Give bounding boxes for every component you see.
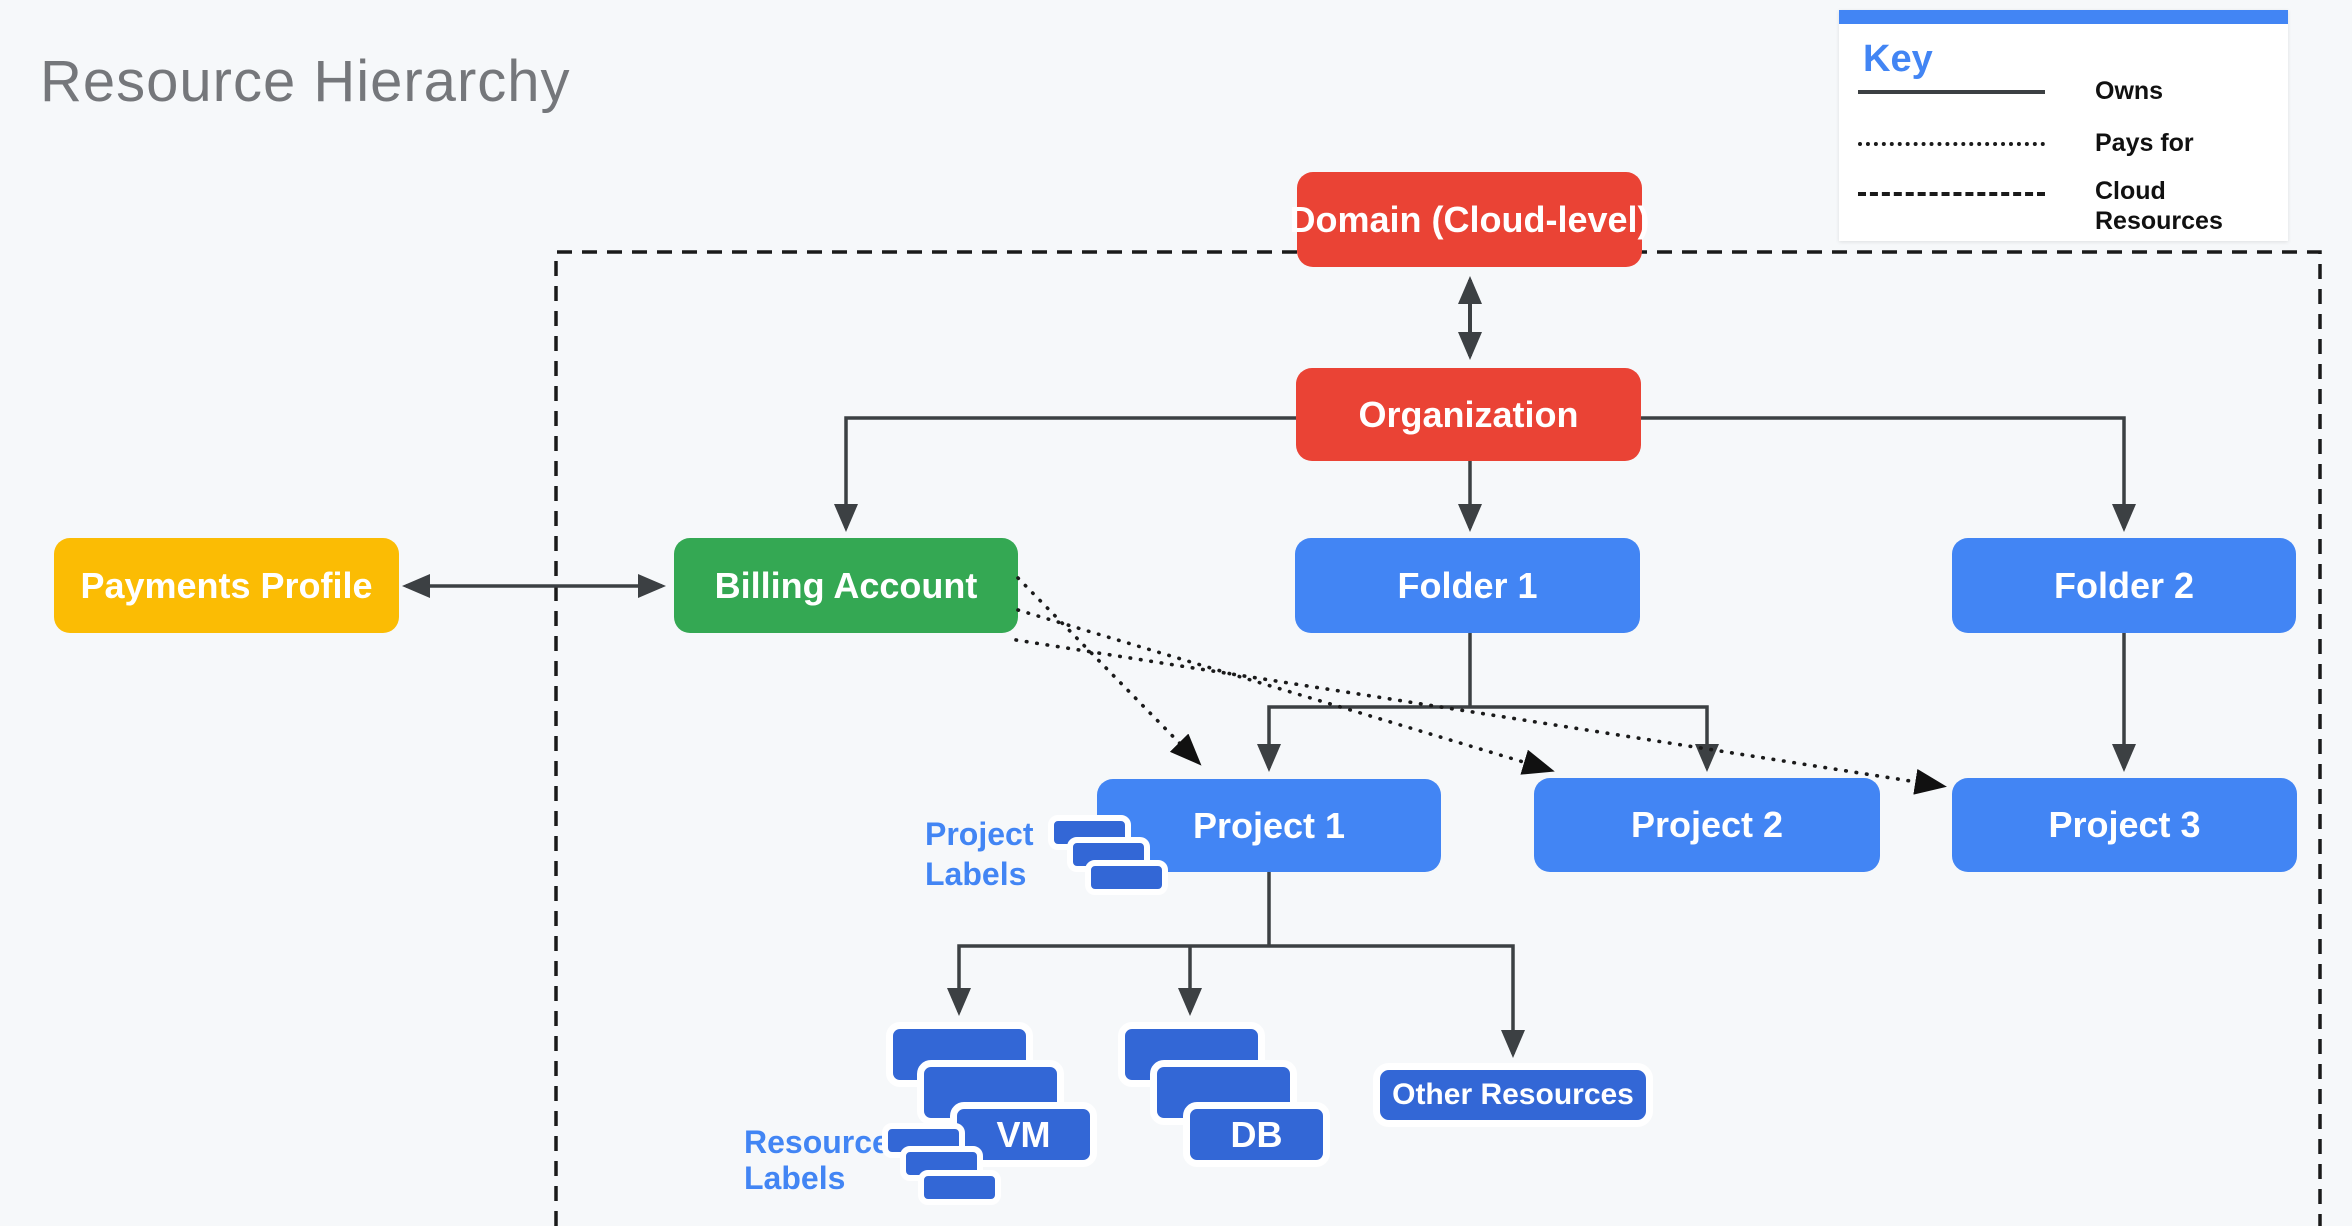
project-label-card xyxy=(1085,860,1168,895)
node-project-1: Project 1 xyxy=(1097,779,1441,872)
edge-folder1-project1-project2 xyxy=(1257,705,1719,772)
key-title: Key xyxy=(1863,38,1933,80)
node-payments-profile: Payments Profile xyxy=(54,538,399,633)
node-project-3: Project 3 xyxy=(1952,778,2297,872)
key-label-owns: Owns xyxy=(2095,77,2164,105)
project-labels-line2: Labels xyxy=(925,856,1027,892)
key-label-cloud-resources: Cloud Resources xyxy=(2095,177,2223,235)
pays-for-line-sample xyxy=(1858,142,2045,146)
node-other-resources: Other Resources xyxy=(1373,1063,1653,1127)
node-billing-account: Billing Account xyxy=(674,538,1018,633)
node-project-2: Project 2 xyxy=(1534,778,1880,872)
node-folder-2: Folder 2 xyxy=(1952,538,2296,633)
node-db: DB xyxy=(1183,1102,1330,1167)
key-label-pays-for: Pays for xyxy=(2095,129,2194,157)
edge-billing-project3-paysfor xyxy=(1014,638,1947,795)
edge-billing-project2-paysfor xyxy=(1016,608,1555,775)
page-title: Resource Hierarchy xyxy=(40,49,571,114)
node-organization: Organization xyxy=(1296,368,1641,461)
resource-labels-line1: Resource xyxy=(744,1124,890,1160)
resource-labels-annotation: Resource Labels xyxy=(744,1124,890,1196)
edge-billing-project1-paysfor xyxy=(1016,576,1202,766)
node-domain: Domain (Cloud-level) xyxy=(1289,172,1650,267)
cloud-resources-line-sample xyxy=(1858,192,2045,196)
project-labels-annotation: Project Labels xyxy=(925,814,1033,894)
resource-labels-line2: Labels xyxy=(744,1160,846,1196)
resource-label-card xyxy=(918,1170,1001,1205)
project-labels-line1: Project xyxy=(925,816,1034,852)
key-top-bar xyxy=(1839,10,2288,24)
owns-line-sample xyxy=(1858,90,2045,94)
node-vm: VM xyxy=(950,1102,1097,1167)
key-panel: Key Owns Pays for Cloud Resources xyxy=(1839,10,2288,241)
node-folder-1: Folder 1 xyxy=(1295,538,1640,633)
